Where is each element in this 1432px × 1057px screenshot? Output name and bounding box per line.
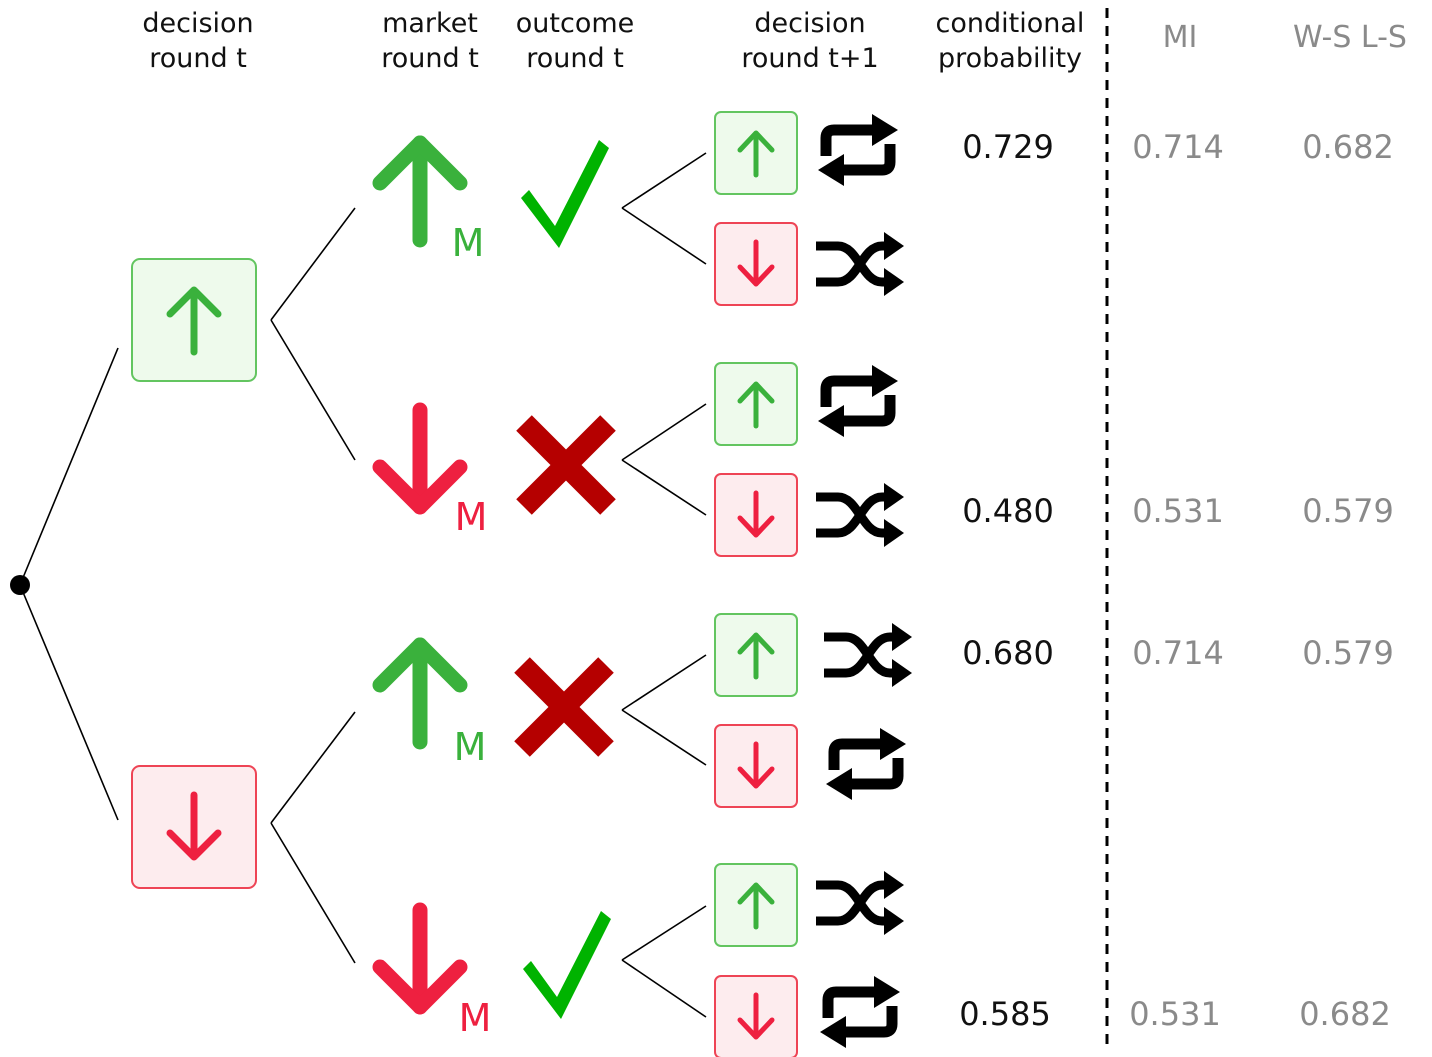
market-down-icon: [380, 910, 460, 1007]
check-icon: [521, 140, 609, 248]
next-up-box: [715, 112, 797, 194]
mi-value: 0.531: [1129, 995, 1221, 1033]
next-down-box: [715, 474, 797, 556]
cond-prob-value: 0.729: [962, 128, 1054, 166]
header-decision-round-t: decision round t: [142, 8, 254, 74]
next-down-box: [715, 976, 797, 1057]
market-label: M: [454, 725, 487, 769]
shuffle-icon: [816, 232, 904, 296]
mi-value: 0.714: [1132, 634, 1224, 672]
header-market-round-t: market round t: [381, 8, 479, 74]
mi-value: 0.714: [1132, 128, 1224, 166]
market-label: M: [452, 221, 485, 265]
cond-prob-value: 0.680: [962, 634, 1054, 672]
market-up-icon: [380, 143, 460, 240]
repeat-icon: [826, 728, 906, 800]
next-down-box: [715, 725, 797, 807]
check-icon: [523, 911, 611, 1019]
repeat-icon: [818, 114, 898, 186]
market-down-icon: [380, 410, 460, 507]
decision-down-box: [131, 765, 257, 889]
shuffle-icon: [816, 483, 904, 547]
ws-ls-value: 0.682: [1302, 128, 1394, 166]
decision-up-box: [131, 258, 257, 382]
repeat-icon: [820, 976, 900, 1048]
ws-ls-value: 0.579: [1302, 492, 1394, 530]
market-label: M: [459, 996, 492, 1040]
repeat-icon: [818, 365, 898, 437]
header-ws-ls: W-S L-S: [1293, 20, 1407, 55]
shuffle-icon: [816, 871, 904, 935]
next-up-box: [715, 363, 797, 445]
cross-icon: [522, 665, 606, 749]
root-node: [10, 575, 30, 595]
ws-ls-value: 0.682: [1299, 995, 1391, 1033]
next-up-box: [715, 864, 797, 946]
cond-prob-value: 0.585: [959, 995, 1051, 1033]
header-outcome-round-t: outcome round t: [515, 8, 635, 74]
header-mi: MI: [1162, 20, 1198, 55]
next-down-box: [715, 223, 797, 305]
market-label: M: [455, 495, 488, 539]
cond-prob-value: 0.480: [962, 492, 1054, 530]
header-conditional-probability: conditional probability: [935, 8, 1085, 74]
shuffle-icon: [824, 623, 912, 687]
header-decision-round-t1: decision round t+1: [741, 8, 879, 74]
cross-icon: [524, 423, 608, 507]
ws-ls-value: 0.579: [1302, 634, 1394, 672]
next-up-box: [715, 614, 797, 696]
market-up-icon: [380, 645, 460, 742]
mi-value: 0.531: [1132, 492, 1224, 530]
